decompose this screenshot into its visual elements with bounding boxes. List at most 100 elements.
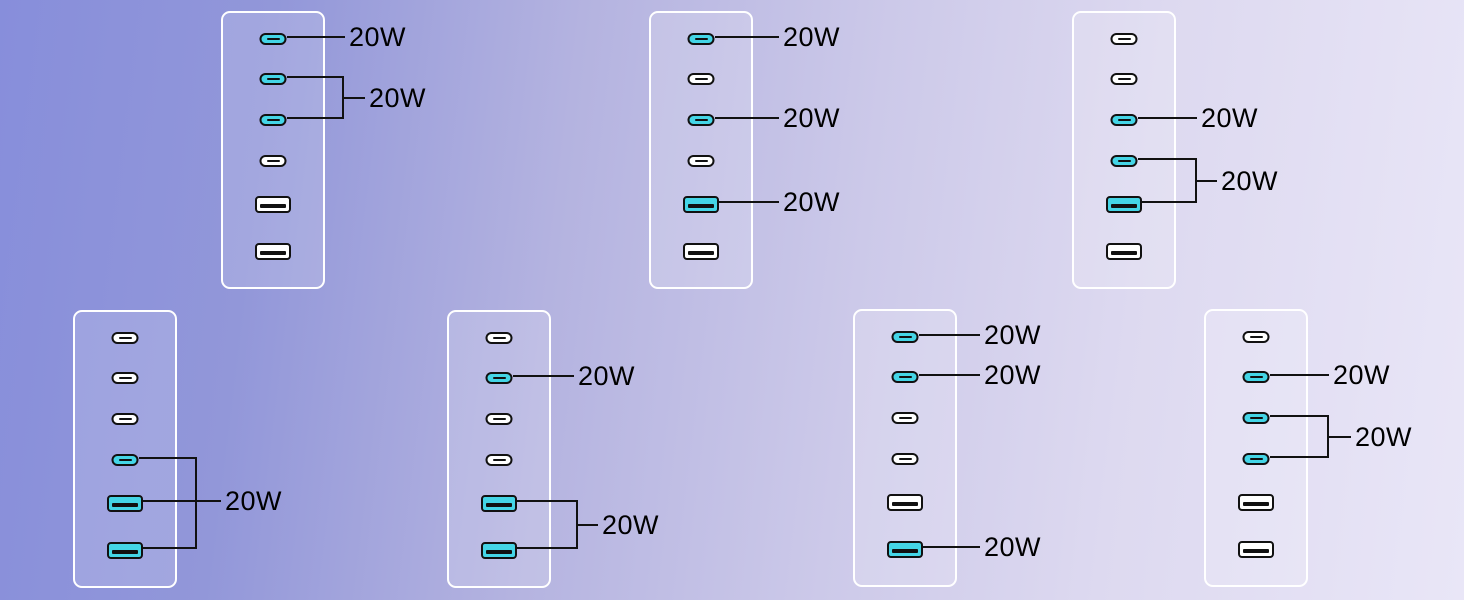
connector-line [286,76,344,78]
power-label: 20W [225,486,283,516]
usb-c-port-active [1110,114,1138,126]
usb-c-port [111,332,139,344]
port-pin-slot [688,250,714,255]
usb-c-port [485,413,513,425]
port-pin-slot [694,77,708,81]
power-label: 20W [578,361,636,391]
connector-line [918,374,980,376]
port-pin-slot [1243,501,1269,506]
connector-line [286,117,344,119]
port-pin-slot [892,548,918,553]
port-pin-slot [486,502,512,507]
port-pin-slot [118,458,132,462]
connector-line [714,117,779,119]
power-label: 20W [783,187,841,217]
usb-c-port [1110,33,1138,45]
port-pin-slot [266,118,280,122]
port-pin-slot [1111,203,1137,208]
port-pin-slot [694,159,708,163]
port-pin-slot [492,417,506,421]
usb-a-port-active [683,195,719,213]
port-pin-slot [112,502,138,507]
usb-a-port-active [1106,195,1142,213]
usb-a-port [683,242,719,260]
connector-bracket-line [195,457,197,549]
power-label: 20W [602,509,660,540]
connector-line [343,96,365,99]
usb-c-port-active [1242,371,1270,383]
port-pin-slot [118,417,132,421]
port-pin-slot [266,37,280,41]
usb-a-port [1238,493,1274,511]
connector-line [577,523,598,526]
port-pin-slot [492,376,506,380]
port-pin-slot [492,458,506,462]
usb-a-port-active [107,494,143,512]
port-pin-slot [118,336,132,340]
port-pin-slot [112,549,138,554]
power-label: 20W [349,22,407,52]
port-pin-slot [694,118,708,122]
port-pin-slot [260,250,286,255]
connector-line [918,334,980,336]
connector-line [138,457,197,459]
usb-c-port-active [891,331,919,343]
usb-a-port [1106,242,1142,260]
usb-a-port [255,195,291,213]
usb-c-port [111,372,139,384]
port-pin-slot [1249,375,1263,379]
connector-line [1269,374,1329,376]
usb-c-port [1242,331,1270,343]
connector-line [1137,158,1197,160]
usb-c-port [485,454,513,466]
connector-line [1196,179,1217,182]
usb-c-port [891,453,919,465]
connector-line [923,546,980,548]
port-pin-slot [1117,37,1131,41]
connector-line [714,36,779,38]
usb-c-port-active [1242,412,1270,424]
charger-panel-7 [1204,309,1308,587]
usb-c-port-active [485,372,513,384]
connector-line [143,500,221,502]
port-pin-slot [486,549,512,554]
connector-line [517,547,578,549]
power-label: 20W [984,360,1042,390]
port-pin-slot [260,203,286,208]
port-pin-slot [1117,159,1131,163]
power-label: 20W [783,22,841,52]
port-pin-slot [1249,416,1263,420]
charger-panel-5 [447,310,551,588]
power-label: 20W [783,103,841,133]
usb-c-port-active [259,114,287,126]
usb-a-port-active [481,494,517,512]
usb-c-port [259,155,287,167]
usb-a-port [255,242,291,260]
port-pin-slot [118,376,132,380]
port-pin-slot [266,77,280,81]
usb-a-port-active [887,540,923,558]
port-pin-slot [1249,457,1263,461]
charger-panel-6 [853,309,957,587]
usb-c-port-active [891,371,919,383]
port-pin-slot [1117,77,1131,81]
usb-c-port-active [1110,155,1138,167]
connector-line [1142,201,1197,203]
usb-a-port-active [107,541,143,559]
usb-c-port-active [111,454,139,466]
usb-c-port [1110,73,1138,85]
port-pin-slot [898,416,912,420]
port-pin-slot [266,159,280,163]
charger-panel-3 [1072,11,1176,289]
connector-line [1328,435,1351,438]
port-pin-slot [694,37,708,41]
usb-a-port [887,493,923,511]
connector-line [512,375,574,377]
port-pin-slot [898,375,912,379]
power-label: 20W [1355,421,1413,452]
usb-c-port [687,73,715,85]
power-label: 20W [1201,103,1259,133]
port-pin-slot [1117,118,1131,122]
power-label: 20W [984,532,1042,562]
